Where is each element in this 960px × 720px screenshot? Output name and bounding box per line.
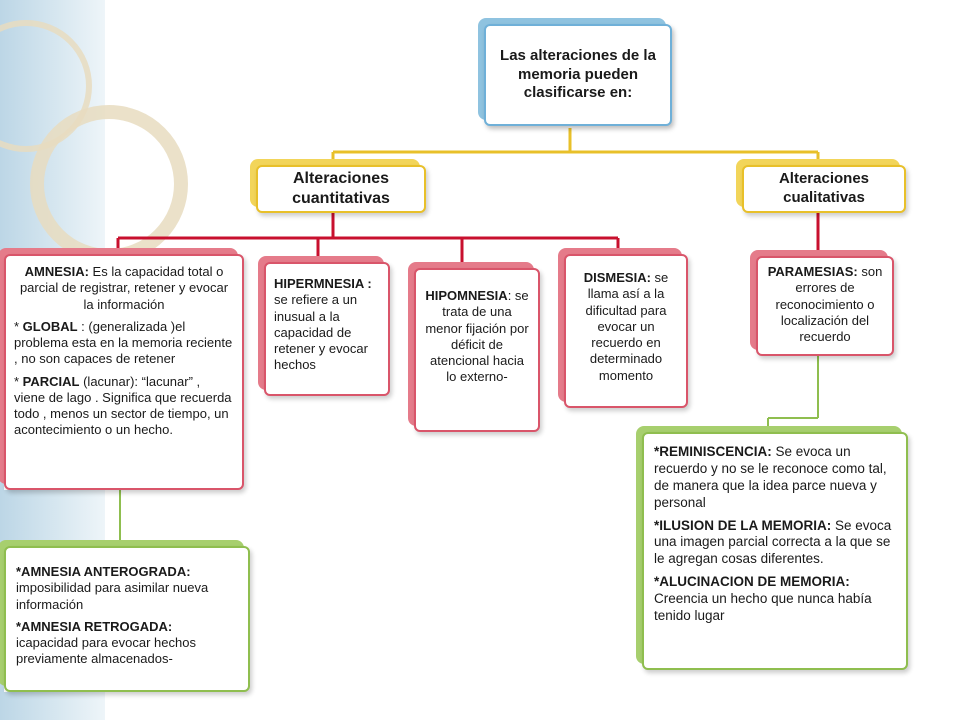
hipermnesia-desc: se refiere a un inusual a la capacidad d… [274, 292, 368, 373]
amnesia-desc: Es la capacidad total o parcial de regis… [19, 264, 229, 312]
reminiscencia-desc: Se evoca un recuerdo y no se le reconoce… [654, 444, 887, 510]
hipomnesia-desc: : se trata de una menor fijación por déf… [425, 288, 529, 385]
category-cuantitativas-label: Alteraciones cuantitativas [256, 165, 426, 213]
dismesia-term: DISMESIA: [583, 270, 651, 285]
paramesias-term: PARAMESIAS: [767, 264, 858, 279]
ilusion-text: *ILUSION DE LA MEMORIA: Se evoca una ima… [654, 518, 896, 569]
category-cuantitativas: Alteraciones cuantitativas [250, 159, 426, 213]
hipermnesia-box: HIPERMNESIA : se refiere a un inusual a … [258, 256, 390, 396]
amnesia-global-term: GLOBAL [22, 318, 78, 334]
amnesia-parcial: * PARCIAL (lacunar): “lacunar” , viene d… [14, 373, 232, 438]
reminiscencia-text: *REMINISCENCIA: Se evoca un recuerdo y n… [654, 444, 896, 512]
amnesia-retrograda-desc: icapacidad para evocar hechos previament… [16, 635, 196, 667]
paramesias-text: PARAMESIAS: son errores de reconocimient… [766, 264, 884, 345]
amnesia-anterograda-desc: imposibilidad para asimilar nueva inform… [16, 580, 209, 612]
hipomnesia-box: HIPOMNESIA: se trata de una menor fijaci… [408, 262, 540, 432]
paramesias-desc: son errores de reconocimiento o localiza… [775, 264, 883, 344]
dismesia-box: DISMESIA: se llama así a la dificultad p… [558, 248, 688, 408]
hipermnesia-term: HIPERMNESIA : [274, 276, 372, 291]
paramesias-box: PARAMESIAS: son errores de reconocimient… [750, 250, 894, 356]
category-cualitativas-label: Alteraciones cualitativas [742, 165, 906, 213]
amnesia-anterograda: *AMNESIA ANTEROGRADA: imposibilidad para… [16, 564, 238, 613]
diagram-title: Las alteraciones de la memoria pueden cl… [484, 24, 672, 126]
amnesia-types-box: *AMNESIA ANTEROGRADA: imposibilidad para… [0, 540, 250, 692]
amnesia-term: AMNESIA: [24, 264, 89, 279]
alucinacion-desc: Creencia un hecho que nunca había tenido… [654, 591, 872, 623]
hipomnesia-text: HIPOMNESIA: se trata de una menor fijaci… [424, 288, 530, 386]
category-cualitativas: Alteraciones cualitativas [736, 159, 906, 213]
amnesia-parcial-desc: (lacunar): “lacunar” , viene de lago . S… [14, 373, 232, 438]
hipermnesia-text: HIPERMNESIA : se refiere a un inusual a … [274, 276, 380, 374]
title-box: Las alteraciones de la memoria pueden cl… [478, 18, 672, 126]
ilusion-term: *ILUSION DE LA MEMORIA: [654, 517, 832, 533]
hipomnesia-term: HIPOMNESIA [425, 288, 508, 303]
dismesia-desc: se llama así a la dificultad para evocar… [585, 270, 669, 383]
ilusion-desc: Se evoca una imagen parcial correcta a l… [654, 517, 892, 567]
dismesia-text: DISMESIA: se llama así a la dificultad p… [574, 270, 678, 384]
alucinacion-text: *ALUCINACION DE MEMORIA: Creencia un hec… [654, 574, 896, 625]
amnesia-retrograda: *AMNESIA RETROGADA: icapacidad para evoc… [16, 619, 238, 668]
alucinacion-term: *ALUCINACION DE MEMORIA: [654, 574, 850, 590]
amnesia-retrograda-term: *AMNESIA RETROGADA: [16, 618, 173, 634]
cualitativas-detail-box: *REMINISCENCIA: Se evoca un recuerdo y n… [636, 426, 908, 670]
amnesia-anterograda-term: *AMNESIA ANTEROGRADA: [16, 564, 191, 579]
amnesia-box: AMNESIA: Es la capacidad total o parcial… [0, 248, 244, 490]
reminiscencia-term: *REMINISCENCIA: [654, 444, 772, 459]
amnesia-global-desc: : (generalizada )el problema esta en la … [14, 318, 233, 367]
amnesia-parcial-term: PARCIAL [22, 373, 80, 389]
amnesia-global: * GLOBAL : (generalizada )el problema es… [14, 318, 233, 367]
amnesia-definition: AMNESIA: Es la capacidad total o parcial… [14, 264, 234, 313]
